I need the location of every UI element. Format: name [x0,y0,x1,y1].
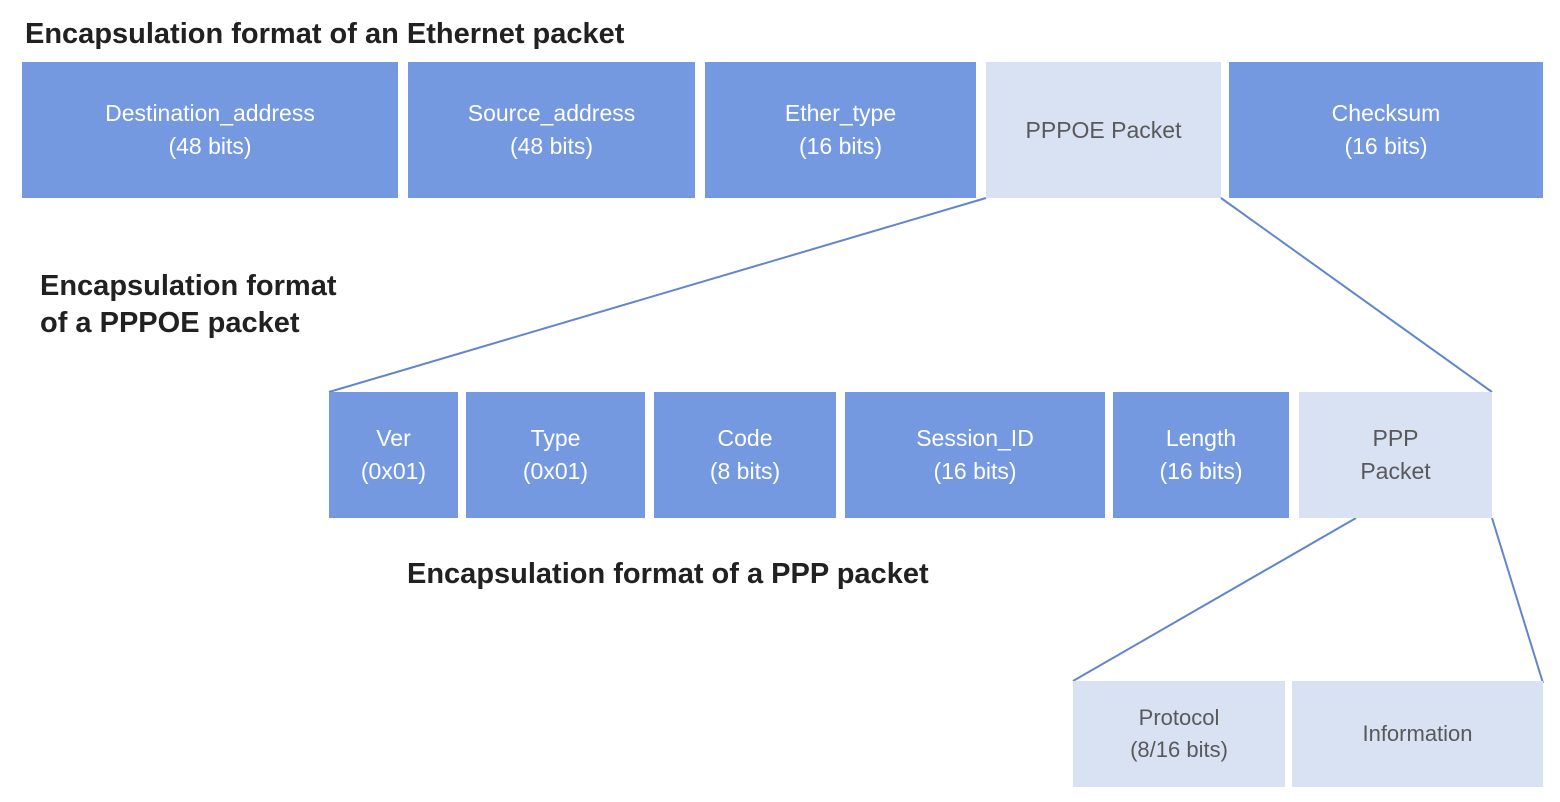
field-bits: (48 bits) [509,133,594,159]
field-bits: (0x01) [360,458,427,484]
field-bits: Packet [1360,458,1431,484]
field-bits: (16 bits) [1159,458,1243,484]
field-pppoe-packet: PPPOE Packet [986,62,1221,198]
ppp-title: Encapsulation format of a PPP packet [407,558,929,590]
field-bits: (16 bits) [933,458,1017,484]
field-destination-address: Destination_address (48 bits) [22,62,398,198]
field-label: Checksum [1331,100,1441,126]
pppoe-connector-right [1220,197,1493,393]
pppoe-connector-left [328,197,987,393]
pppoe-title: Encapsulation format of a PPPOE packet [40,268,337,342]
field-ppp-packet: PPP Packet [1299,392,1492,518]
field-label: Source_address [467,100,636,126]
field-session-id: Session_ID (16 bits) [845,392,1105,518]
ppp-connector-left [1072,517,1357,682]
field-bits: (8 bits) [709,458,781,484]
ethernet-title: Encapsulation format of an Ethernet pack… [25,18,625,50]
field-source-address: Source_address (48 bits) [408,62,695,198]
field-bits: (48 bits) [168,133,252,159]
field-bits: (16 bits) [798,133,883,159]
field-ver: Ver (0x01) [329,392,458,518]
field-label: Ether_type [784,100,897,126]
field-protocol: Protocol (8/16 bits) [1073,681,1285,787]
field-label: Type [530,425,581,451]
field-label: Session_ID [916,425,1034,451]
field-label: Code [717,425,773,451]
field-label: Length [1165,425,1237,451]
ppp-connector-right [1491,517,1544,684]
field-label: Destination_address [105,100,315,126]
field-label: PPP [1372,425,1419,451]
field-label: PPPOE Packet [1025,116,1182,143]
pppoe-title-line1: Encapsulation format [40,270,337,302]
field-type: Type (0x01) [466,392,645,518]
field-label: Ver [376,425,411,451]
field-code: Code (8 bits) [654,392,836,518]
field-bits: (0x01) [522,458,589,484]
field-checksum: Checksum (16 bits) [1229,62,1543,198]
field-bits: (8/16 bits) [1130,737,1228,762]
field-ether-type: Ether_type (16 bits) [705,62,976,198]
field-label: Information [1362,721,1473,746]
field-bits: (16 bits) [1344,133,1428,159]
field-label: Protocol [1138,705,1220,730]
field-information: Information [1292,681,1543,787]
field-length: Length (16 bits) [1113,392,1289,518]
pppoe-title-line2: of a PPPOE packet [40,307,300,339]
